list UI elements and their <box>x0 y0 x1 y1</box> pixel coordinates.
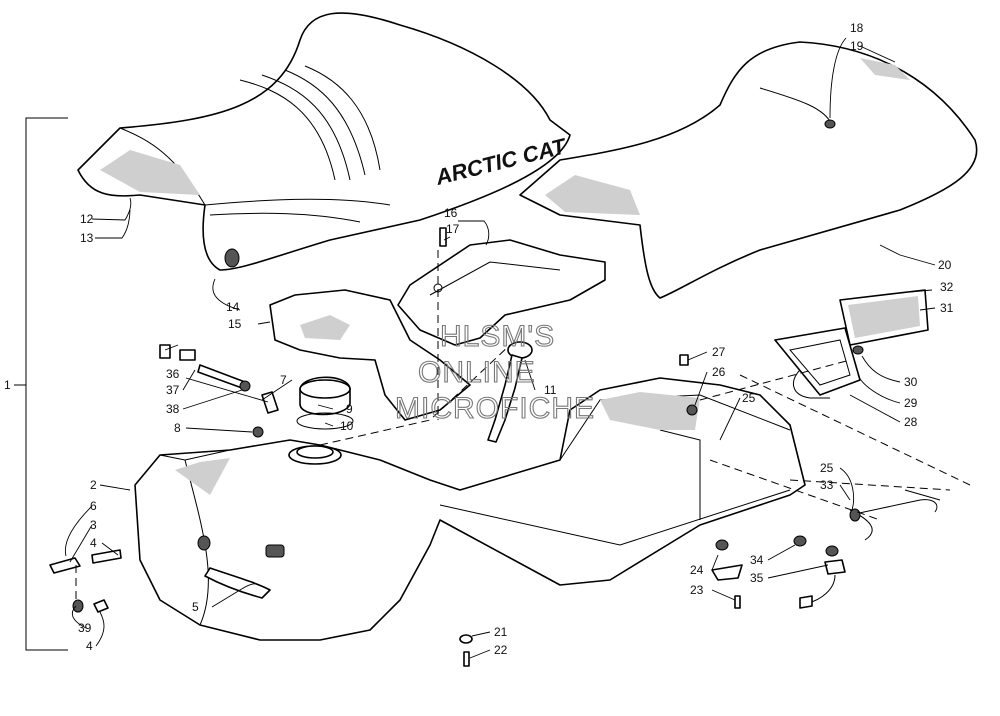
callout-21: 21 <box>494 625 508 639</box>
watermark-line-2: ONLINE <box>418 356 536 389</box>
front-seat: ARCTIC CAT <box>77 12 571 271</box>
callout-27: 27 <box>712 345 726 359</box>
callout-35: 35 <box>750 571 764 585</box>
callout-17: 17 <box>446 222 460 236</box>
hardware <box>49 227 846 667</box>
taillight-assembly <box>774 289 929 399</box>
callout-4-lower: 4 <box>86 639 93 653</box>
callout-13: 13 <box>80 231 94 245</box>
callout-20: 20 <box>938 258 952 272</box>
callout-6: 6 <box>90 499 97 513</box>
callout-19: 19 <box>850 39 864 53</box>
callout-12: 12 <box>80 212 94 226</box>
callout-11: 11 <box>544 383 557 397</box>
callout-26: 26 <box>712 365 726 379</box>
gas-cap <box>296 376 354 430</box>
callout-16: 16 <box>444 206 458 220</box>
watermark-line-3: MICROFICHE <box>395 392 595 425</box>
callout-18: 18 <box>850 21 864 35</box>
callout-10: 10 <box>340 419 354 433</box>
reference-lines <box>75 250 971 600</box>
callout-22: 22 <box>494 643 508 657</box>
callout-15: 15 <box>228 317 242 331</box>
callout-1: 1 <box>4 378 11 392</box>
callout-8: 8 <box>174 421 181 435</box>
gas-tank <box>134 377 806 641</box>
seat-cowl <box>269 289 471 421</box>
assembly-bracket <box>14 117 68 651</box>
wiring-harness <box>849 489 941 541</box>
callout-34: 34 <box>750 553 764 567</box>
callout-23: 23 <box>690 583 704 597</box>
callout-4-upper: 4 <box>90 536 97 550</box>
callout-30: 30 <box>904 375 918 389</box>
callout-29: 29 <box>904 396 918 410</box>
watermark: HLSM'S ONLINE MICROFICHE <box>394 319 595 425</box>
fuel-pickup <box>487 341 533 443</box>
callout-25-upper: 25 <box>742 391 756 405</box>
callout-33: 33 <box>820 478 834 492</box>
watermark-line-1: HLSM'S <box>440 320 555 353</box>
callout-14: 14 <box>226 300 240 314</box>
callout-7: 7 <box>280 373 287 387</box>
rear-seat <box>519 41 978 299</box>
callout-5: 5 <box>192 600 199 614</box>
callout-9: 9 <box>346 402 353 416</box>
callout-2: 2 <box>90 478 97 492</box>
callout-36: 36 <box>166 367 180 381</box>
callout-32: 32 <box>940 280 954 294</box>
callout-24: 24 <box>690 563 704 577</box>
callout-25-lower: 25 <box>820 461 834 475</box>
callout-37: 37 <box>166 383 180 397</box>
callout-labels: 1 2 3 4 4 5 6 7 8 9 10 11 12 13 14 15 16… <box>4 21 954 657</box>
callout-31: 31 <box>940 301 954 315</box>
leader-lines <box>64 37 936 659</box>
callout-28: 28 <box>904 415 918 429</box>
callout-38: 38 <box>166 402 180 416</box>
callout-39: 39 <box>78 621 92 635</box>
callout-3: 3 <box>90 518 97 532</box>
